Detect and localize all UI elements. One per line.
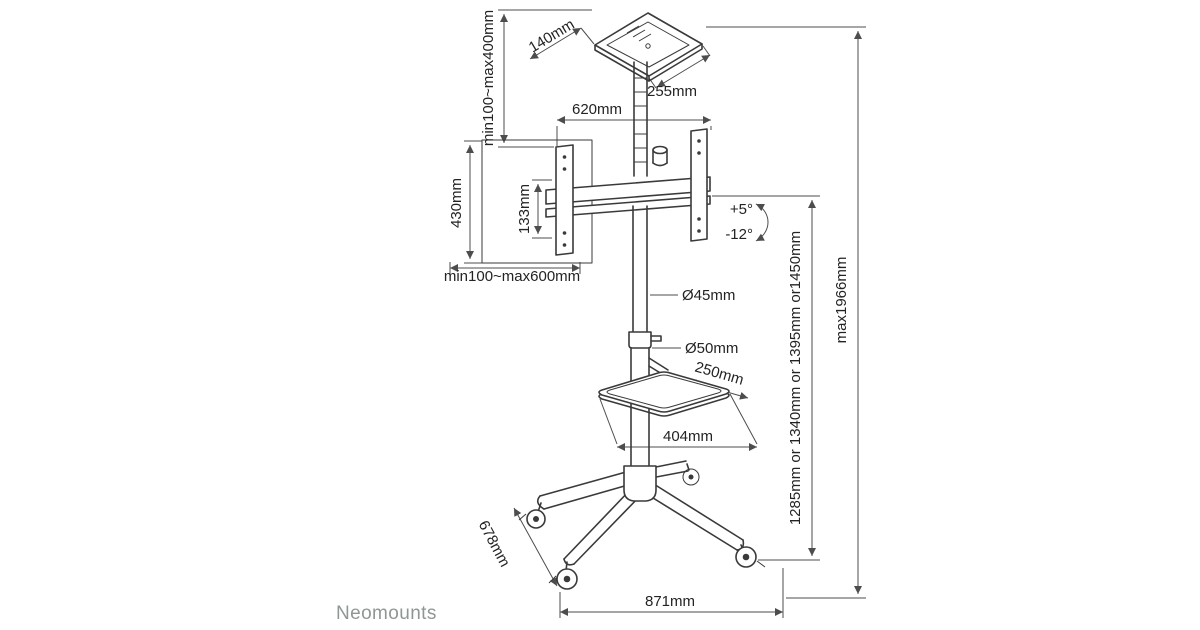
base-legs [536,471,745,566]
dim-label-tilt-up: +5° [730,201,753,218]
rail-lower [545,195,711,218]
dim-label-tilt-down: -12° [725,226,753,243]
caster-hub [688,474,694,480]
bracket-hole [562,231,567,235]
dim-label-rail-height: 133mm [516,184,533,234]
bracket-hole [697,151,701,155]
bracket-hole [697,217,701,221]
dim-arc-tilt [755,203,769,242]
caster-brake [756,560,766,568]
rear-leg [650,460,700,486]
caster-left [518,502,546,529]
dim-label-vesa-range: min100~max600mm [444,268,580,285]
leg-line [650,460,687,469]
dim-label-upper-pole: Ø45mm [682,287,735,304]
knob-top [652,145,668,155]
dim-label-bracket-height: 430mm [448,178,465,228]
shelf-top [598,371,730,413]
plate-slot [638,33,652,42]
dim-label-top-range: min100~max400mm [480,10,497,146]
bracket-plate-right [690,128,708,242]
caster-front [548,561,578,590]
mount-strip [633,61,648,177]
bracket-hole [562,155,567,159]
plate-inner-edge [606,21,690,68]
leg-line [648,480,744,541]
bracket-hole [697,229,701,233]
leg-line [563,488,632,560]
leg-cap [563,558,575,566]
knob-bottom [652,162,668,167]
brand-logo-text: Neomounts [336,603,437,624]
collar-knob [650,335,662,342]
bracket-plate-left [555,144,574,256]
dim-label-pole-heights: 1285mm or 1340mm or 1395mm or1450mm [787,231,804,525]
dim-label-crossbar: 620mm [572,101,622,118]
leg-line [539,471,627,497]
dim-label-base-width: 871mm [645,593,695,610]
dim-label-lower-pole: Ø50mm [685,340,738,357]
caster-brake [518,513,527,521]
bracket-hole [562,167,567,171]
dim-label-plate-depth: 140mm [526,16,578,56]
dim-extension-line [729,393,758,445]
dim-label-plate-width: 255mm [647,83,697,100]
shelf [598,357,730,417]
top-plate [594,12,703,82]
rail-upper [545,176,711,205]
leg-cap [536,495,545,510]
bracket-hole [562,243,567,247]
shelf-inner-edge [606,374,722,409]
caster-brake [548,575,557,584]
upper-column [632,205,648,333]
plate-slot [632,29,646,38]
dim-line-foot-depth [513,507,558,587]
caster-hub [563,575,571,583]
caster-hub [533,516,539,522]
dim-label-max-height: max1966mm [833,257,850,344]
plate-top [594,12,703,77]
mounting-rails [545,176,711,218]
bracket-hole [697,139,701,143]
leg-line [644,492,738,551]
dim-line-plate-width [656,54,711,88]
dimension-labels: min100~max400mm 140mm 255mm 620mm 430mm … [444,10,850,610]
locking-knob [652,145,668,167]
shelf-arm [648,357,669,371]
stand [481,12,766,590]
plate-slot [626,25,640,34]
dim-extension-line [580,27,595,45]
column-collar [628,331,662,349]
dim-extension-line [599,398,618,445]
leg-line [573,494,642,565]
casters [518,502,766,590]
caster-right [735,544,766,568]
dim-line-plate-depth [529,27,582,60]
plate-hole [645,43,651,49]
bracket-plates [555,128,708,256]
leg-line [650,470,689,479]
caster-hub [742,553,750,561]
collar-body [628,331,652,349]
dim-extension-line [702,45,711,57]
dim-label-foot-depth: 678mm [475,518,513,570]
dim-label-shelf-width: 404mm [663,428,713,445]
leg-line [543,484,629,510]
vesa-plate-outline [481,139,593,264]
caster-wheel [682,468,700,486]
base-collar [623,465,657,502]
